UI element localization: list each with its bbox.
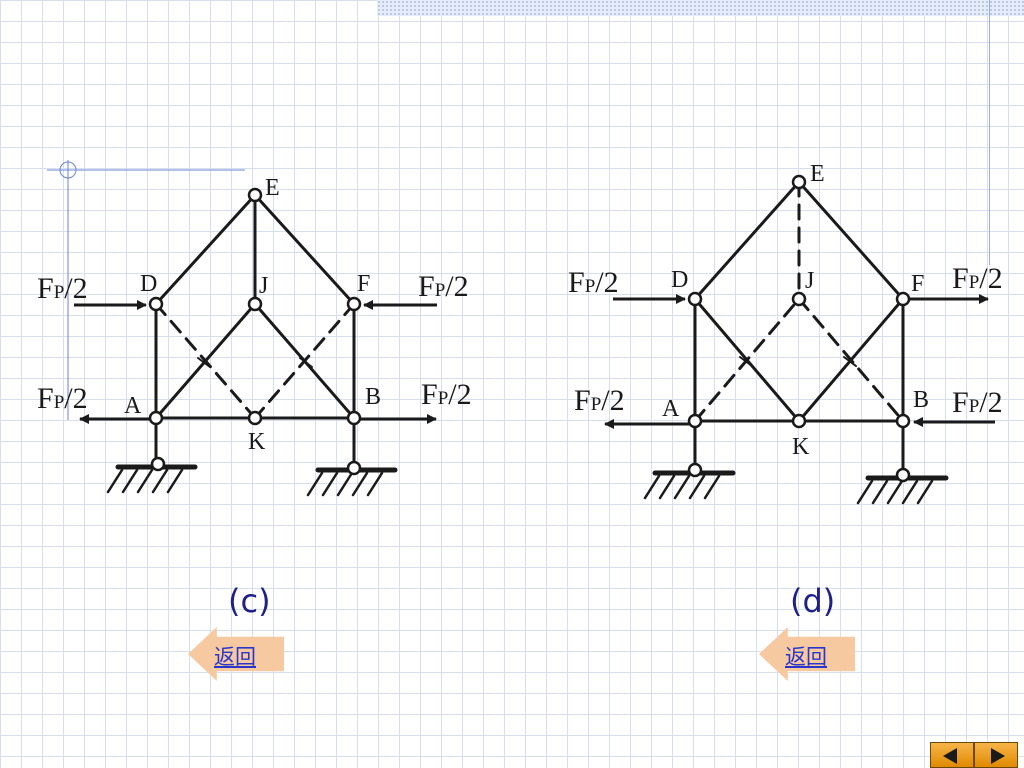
label-E: E <box>810 161 825 187</box>
joints-c <box>148 187 362 476</box>
label-B: B <box>913 387 929 413</box>
joint-J <box>791 291 807 307</box>
loads-d <box>604 294 995 429</box>
triangle-left-icon[interactable] <box>930 742 974 768</box>
joint-E <box>791 174 807 190</box>
joints-d <box>687 174 911 483</box>
back-button-c[interactable]: 返回 <box>188 627 284 681</box>
triangle-right-icon[interactable] <box>974 742 1018 768</box>
joint-J <box>247 296 263 312</box>
label-J: J <box>805 268 814 294</box>
joint-K <box>247 410 263 426</box>
force-label: FP/2 <box>574 384 625 417</box>
force-label: FP/2 <box>421 378 472 411</box>
support-pin-B <box>346 460 362 476</box>
label-K: K <box>792 434 810 460</box>
label-D: D <box>140 271 157 297</box>
loads-c <box>74 300 437 424</box>
back-button-d[interactable]: 返回 <box>759 627 855 681</box>
force-label: FP/2 <box>37 382 88 415</box>
force-label: FP/2 <box>568 266 619 299</box>
label-E: E <box>265 175 280 201</box>
support-pin-A <box>687 462 703 478</box>
label-B: B <box>365 384 381 410</box>
force-label: FP/2 <box>418 270 469 303</box>
joint-B <box>895 413 911 429</box>
label-A: A <box>124 393 142 419</box>
back-link-label: 返回 <box>785 645 827 669</box>
label-J: J <box>259 273 268 299</box>
joint-F <box>346 296 362 312</box>
joint-F <box>895 291 911 307</box>
label-K: K <box>248 429 266 455</box>
joint-K <box>791 413 807 429</box>
label-F: F <box>357 271 370 297</box>
joint-D <box>687 291 703 307</box>
label-D: D <box>671 267 688 293</box>
crosshair-icon <box>47 160 245 420</box>
slide-navigation <box>930 742 1018 768</box>
label-F: F <box>911 271 924 297</box>
title-band <box>377 0 1024 16</box>
joint-B <box>346 410 362 426</box>
caption-c: (c) <box>228 582 271 620</box>
joint-E <box>247 187 263 203</box>
label-A: A <box>662 396 680 422</box>
force-label: FP/2 <box>952 262 1003 295</box>
force-label: FP/2 <box>952 386 1003 419</box>
support-pin-A <box>150 456 166 472</box>
back-link-label: 返回 <box>214 645 256 669</box>
joint-A <box>687 413 703 429</box>
joint-A <box>148 410 164 426</box>
caption-d: (d) <box>790 582 835 620</box>
joint-D <box>148 296 164 312</box>
force-label: FP/2 <box>37 272 88 305</box>
margin-rule <box>989 0 990 265</box>
support-pin-B <box>895 467 911 483</box>
